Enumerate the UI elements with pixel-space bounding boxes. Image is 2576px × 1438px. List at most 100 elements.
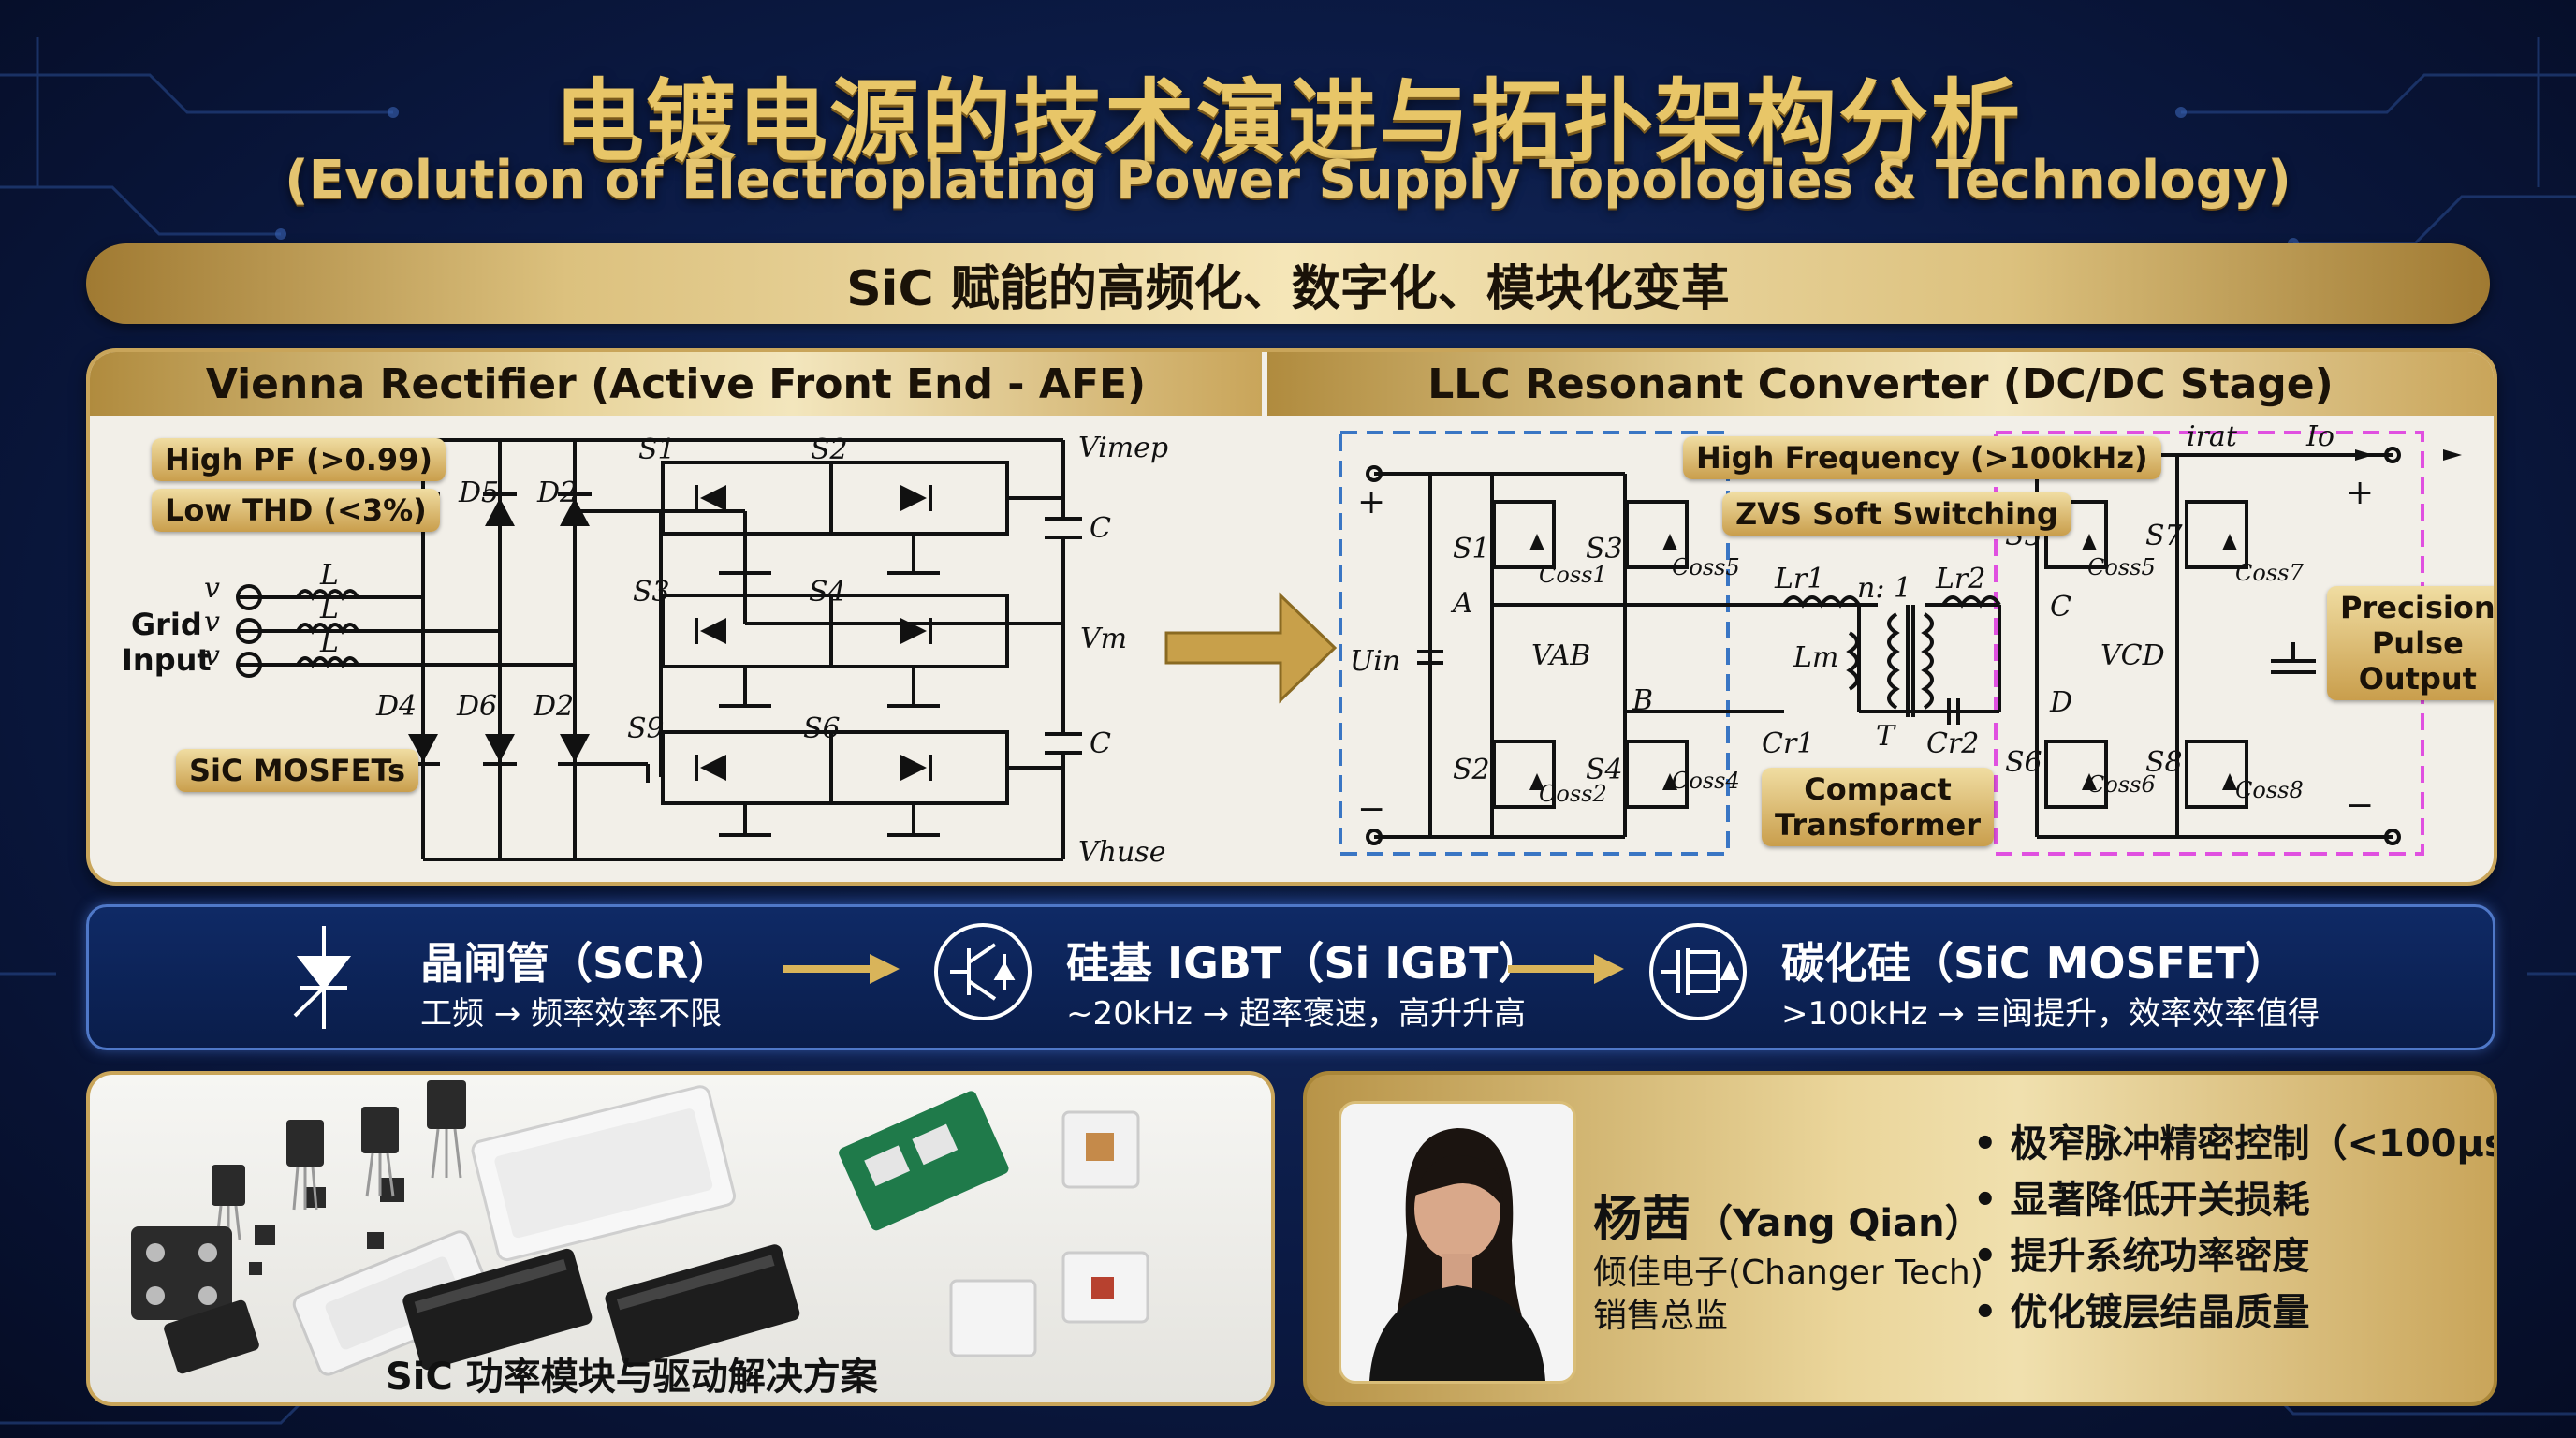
mosfet-icon (1649, 923, 1747, 1020)
llc-ratio: n: 1 (1857, 572, 1911, 605)
llc-cr2: Cr2 (1926, 727, 1979, 760)
llc-coss2: Coss2 (1539, 781, 1607, 807)
llc-minus-in: − (1357, 790, 1385, 829)
llc-coss1: Coss1 (1539, 562, 1607, 588)
tag-high-frequency: High Frequency (>100kHz) (1683, 436, 2161, 479)
modules-caption: SiC 功率模块与驱动解决方案 (386, 1356, 878, 1399)
llc-lr1: Lr1 (1774, 563, 1824, 595)
vienna-diode-d4: D4 (375, 690, 417, 723)
llc-coss4: Coss4 (1672, 768, 1740, 794)
vienna-source-vb: v (204, 606, 220, 638)
llc-switch-s1: S1 (1453, 533, 1490, 565)
vienna-inductor-b: L (319, 593, 339, 625)
llc-switch-s4: S4 (1586, 754, 1623, 786)
topology-schematics: v v v L L L D5 D2 D4 D6 D2 S1 S2 S3 S4 S… (204, 420, 2462, 869)
llc-node-c: C (2050, 591, 2071, 624)
vienna-diode-d2-top: D2 (536, 477, 578, 509)
vienna-switch-s3: S3 (633, 576, 670, 609)
benefit-list: • 极窄脉冲精密控制（<100μs） • 显著降低开关损耗 • 提升系统功率密度… (1973, 1116, 2497, 1341)
llc-minus-out: − (2346, 786, 2374, 825)
llc-plus-out: + (2346, 474, 2374, 512)
llc-switch-s6: S6 (2005, 746, 2042, 779)
evolution-bar: 晶闸管（SCR） 工频 → 频率效率不限 硅基 IGBT（Si IGBT） ~2… (86, 904, 2496, 1050)
igbt-icon (934, 923, 1032, 1020)
theme-banner: SiC 赋能的高频化、数字化、模块化变革 (86, 243, 2490, 324)
llc-switch-s7: S7 (2145, 520, 2184, 552)
evo-scr-sub: 工频 → 频率效率不限 (420, 995, 723, 1033)
tag-compact-transformer: Compact Transformer (1762, 768, 1995, 846)
llc-vcd: VCD (2100, 639, 2165, 672)
tag-sic-mosfets: SiC MOSFETs (176, 749, 419, 792)
vienna-rail-top: Vimep (1078, 432, 1168, 464)
llc-lr2: Lr2 (1935, 563, 1985, 595)
llc-irat: irat (2187, 420, 2238, 453)
llc-switch-s3: S3 (1586, 533, 1623, 565)
avatar (1339, 1101, 1576, 1384)
vienna-diode-d6: D6 (456, 690, 497, 723)
profile-name-en: （Yang Qian） (1695, 1202, 1983, 1245)
vienna-heading: Vienna Rectifier (Active Front End - AFE… (90, 352, 1262, 416)
grid-input-label: Grid Input (122, 607, 212, 678)
llc-uin: Uin (1350, 645, 1400, 678)
profile-panel: 杨茜 （Yang Qian） 倾佳电子(Changer Tech) 销售总监 •… (1303, 1071, 2497, 1406)
profile-name: 杨茜 (1593, 1192, 1691, 1248)
evo-igbt-title: 硅基 IGBT（Si IGBT） (1066, 938, 1542, 989)
page-title: 电镀电源的技术演进与拓扑架构分析 (554, 69, 2022, 174)
tag-precision-output: Precision Pulse Output (2327, 586, 2494, 700)
profile-name-row: 杨茜 （Yang Qian） (1593, 1180, 1983, 1250)
sic-modules-image (131, 1080, 1149, 1376)
arrow-right-icon (1508, 954, 1624, 984)
vienna-switch-s2: S2 (811, 433, 848, 466)
llc-switch-s8: S8 (2145, 746, 2183, 779)
vienna-switch-s9: S9 (627, 712, 665, 745)
vienna-rail-bottom: Vhuse (1078, 836, 1165, 869)
list-item: • 提升系统功率密度 (1973, 1235, 2310, 1278)
list-item: • 极窄脉冲精密控制（<100μs） (1973, 1123, 2497, 1166)
tag-zvs: ZVS Soft Switching (1722, 492, 2071, 536)
llc-coss7: Coss7 (2235, 560, 2304, 586)
llc-plus-in: + (1357, 483, 1385, 521)
vienna-diode-d2-bottom: D2 (533, 690, 574, 723)
vienna-switch-s1: S1 (638, 433, 676, 466)
arrow-right-icon (783, 954, 900, 984)
profile-role: 销售总监 (1593, 1297, 1729, 1335)
topology-panel: Vienna Rectifier (Active Front End - AFE… (86, 348, 2497, 886)
vienna-source-va: v (204, 572, 220, 605)
thyristor-icon (293, 926, 352, 1029)
list-item: • 显著降低开关损耗 (1973, 1179, 2310, 1222)
profile-company: 倾佳电子(Changer Tech) (1593, 1254, 1983, 1292)
llc-transformer-t: T (1876, 720, 1896, 753)
vienna-source-vc: v (204, 639, 220, 672)
llc-coss8: Coss8 (2235, 777, 2304, 803)
evo-sic-title: 碳化硅（SiC MOSFET） (1781, 938, 2288, 989)
vienna-inductor-a: L (319, 559, 339, 592)
llc-vab: VAB (1531, 639, 1590, 672)
evo-sic-sub: >100kHz → ≡闽提升，效率效率值得 (1781, 995, 2320, 1033)
tag-high-pf: High PF (>0.99) (152, 438, 446, 481)
llc-coss5b: Coss5 (2087, 554, 2156, 580)
llc-cr1: Cr1 (1762, 727, 1814, 760)
list-item: • 优化镀层结晶质量 (1973, 1291, 2310, 1334)
vienna-cap-bottom: C (1090, 727, 1111, 760)
vienna-cap-top: C (1090, 512, 1111, 545)
vienna-switch-s4: S4 (809, 576, 846, 609)
modules-panel: SiC 功率模块与驱动解决方案 (86, 1071, 1275, 1406)
page-subtitle: (Evolution of Electroplating Power Suppl… (285, 150, 2291, 211)
llc-io: Io (2305, 420, 2334, 453)
llc-node-b: B (1632, 684, 1653, 717)
person-photo (1369, 1128, 1545, 1381)
llc-coss5a: Coss5 (1672, 554, 1740, 580)
llc-switch-s2: S2 (1453, 754, 1490, 786)
llc-node-d: D (2049, 686, 2072, 719)
llc-node-a: A (1450, 587, 1473, 620)
vienna-diode-d5: D5 (458, 477, 499, 509)
vienna-rail-mid: Vm (1080, 623, 1127, 655)
llc-coss6: Coss6 (2087, 771, 2156, 798)
tag-low-thd: Low THD (<3%) (152, 489, 440, 532)
llc-heading: LLC Resonant Converter (DC/DC Stage) (1267, 352, 2494, 416)
vienna-inductor-c: L (319, 626, 339, 659)
vienna-switch-s6: S6 (803, 712, 841, 745)
theme-banner-text: SiC 赋能的高频化、数字化、模块化变革 (846, 260, 1730, 317)
evo-scr-title: 晶闸管（SCR） (420, 938, 732, 989)
llc-lm: Lm (1793, 641, 1838, 674)
